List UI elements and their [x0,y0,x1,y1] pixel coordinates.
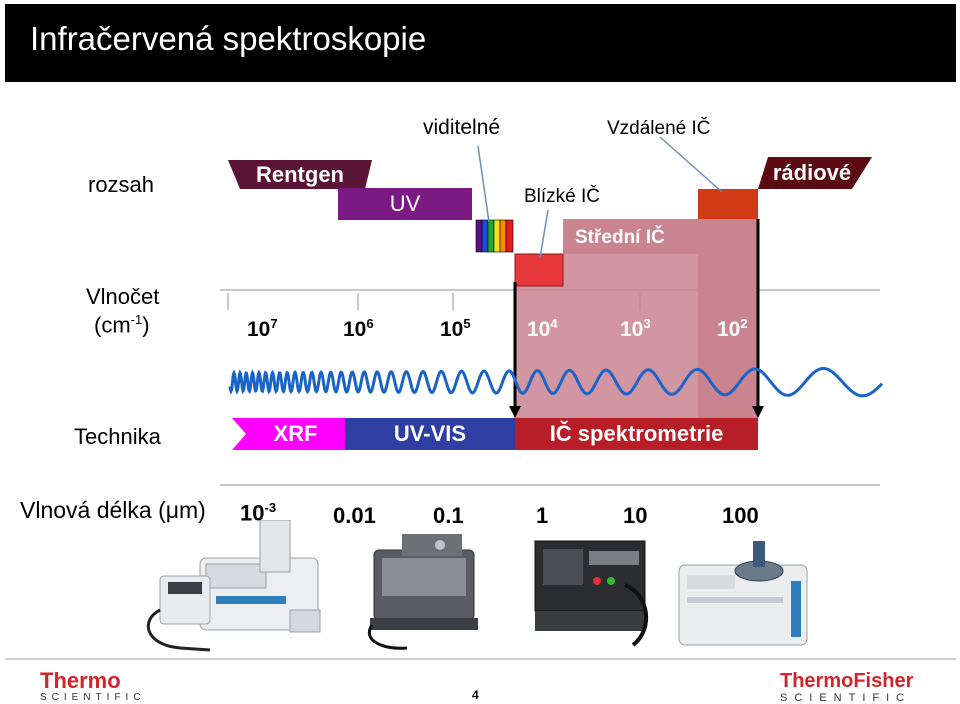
wavelength-value: 0.1 [433,503,464,528]
electromagnetic-wave [228,367,884,398]
wavenumber-tick: 104 [527,316,558,341]
xrf-analyzer-image [368,534,478,650]
vzdalene-callout-line [659,136,723,193]
uvvis-band [345,418,515,450]
ic-band [515,418,758,450]
thermo-scientific-logo: Thermo SCIENTIFIC [40,668,146,704]
viditelne-callout-line [477,145,490,223]
vzdalene-ic-region [698,219,758,419]
ir-right-arrow [752,406,764,418]
viditelne-label: viditelné [423,116,501,139]
wavenumber-tick: 103 [620,316,651,341]
wavelength-value: 100 [722,503,759,528]
radiove-label: rádiové [772,160,852,185]
blizke-ic-band [514,253,564,287]
wavelength-value: 10 [623,503,648,528]
wavelength-value: 0.01 [333,503,376,528]
stredni-ic-band [563,219,698,254]
xrf-label: XRF [273,421,318,446]
rozsah-label: rozsah [88,172,155,197]
wavenumber-tick: 105 [440,316,471,341]
ir-spectrometer-image [678,541,808,646]
blizke-callout-line [539,209,549,259]
page-number: 4 [472,688,479,702]
wavelength-value: 1 [536,503,549,528]
ic-spektrometrie-label: IČ spektrometrie [549,421,724,446]
uv-label: UV [389,191,421,216]
wavenumber-tick: 106 [343,316,374,341]
blizke-ic-label: Blízké IČ [524,186,601,207]
thermo-fisher-scientific-logo: ThermoFisher SCIENTIFIC [780,670,914,704]
technika-label: Technika [74,424,161,449]
uv-band [338,188,472,220]
rentgen-band [228,160,372,189]
stredni-ic-label: Střední IČ [575,227,665,248]
title-bar [5,4,956,82]
vlnova-delka-label: Vlnová délka (μm) [20,497,206,523]
ftir-spectrometer-image [146,520,321,652]
wavenumber-tick: 102 [717,316,748,341]
vlnocet-label: Vlnočet [86,284,160,309]
visible-spectrum-stripes [475,219,514,253]
rentgen-label: Rentgen [256,161,344,187]
vzdalene-ic-label: Vzdálené IČ [607,118,711,139]
slide-title: Infračervená spektroskopie [30,20,427,57]
uvvis-label: UV-VIS [393,421,467,446]
nir-analyzer-image [534,540,649,647]
ir-left-arrow [509,406,521,418]
radiove-band [758,157,872,189]
vlnocet-unit: (cm-1) [94,312,150,338]
vzdalene-ic-band [698,189,758,219]
footer-divider [5,658,956,660]
xrf-band [232,418,345,450]
wavenumber-tick: 107 [247,316,278,341]
